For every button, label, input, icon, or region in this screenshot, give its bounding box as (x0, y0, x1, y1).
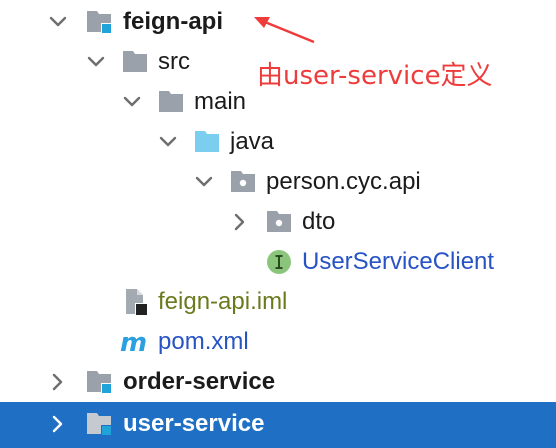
module-folder-icon (86, 368, 114, 396)
interface-icon (266, 248, 294, 276)
tree-item-label: dto (302, 208, 336, 235)
tree-item-label: feign-api.iml (158, 288, 288, 315)
tree-item-feign-api[interactable]: feign-api (0, 2, 556, 42)
source-folder-icon (194, 128, 222, 156)
tree-item-dto[interactable]: dto (0, 202, 556, 242)
chevron-down-icon[interactable] (156, 130, 180, 154)
folder-icon (122, 48, 150, 76)
tree-item-label: order-service (123, 368, 276, 395)
annotation-arrow-icon (254, 17, 315, 44)
tree-item-order-service[interactable]: order-service (0, 362, 556, 402)
tree-item-user-service-client[interactable]: UserServiceClient (0, 242, 556, 282)
package-icon (266, 208, 294, 236)
tree-item-label: feign-api (123, 8, 223, 35)
chevron-right-icon[interactable] (228, 210, 252, 234)
tree-item-label: person.cyc.api (266, 168, 421, 195)
tree-item-label: main (194, 88, 247, 115)
tree-item-label: UserServiceClient (302, 248, 495, 275)
tree-item-user-service[interactable]: user-service (0, 402, 556, 448)
chevron-down-icon[interactable] (120, 90, 144, 114)
tree-item-src[interactable]: src (0, 42, 556, 82)
svg-text:m: m (120, 328, 147, 356)
tree-item-main[interactable]: main (0, 82, 556, 122)
iml-file-icon (122, 288, 150, 316)
tree-item-feign-api-iml[interactable]: feign-api.iml (0, 282, 556, 322)
maven-icon: m (120, 328, 148, 356)
tree-item-label: pom.xml (158, 328, 249, 355)
annotation-text: 由user-service定义 (257, 61, 493, 91)
tree-item-label: java (230, 128, 275, 155)
tree-item-label: src (158, 48, 190, 75)
module-folder-icon (86, 410, 114, 438)
chevron-down-icon[interactable] (84, 50, 108, 74)
tree-item-label: user-service (123, 410, 265, 437)
module-folder-icon (86, 8, 114, 36)
chevron-down-icon[interactable] (46, 10, 70, 34)
tree-item-java[interactable]: java (0, 122, 556, 162)
tree-item-pom-xml[interactable]: m pom.xml (0, 322, 556, 362)
package-icon (230, 168, 258, 196)
folder-icon (158, 88, 186, 116)
tree-item-package[interactable]: person.cyc.api (0, 162, 556, 202)
chevron-right-icon[interactable] (46, 370, 70, 394)
chevron-down-icon[interactable] (192, 170, 216, 194)
chevron-right-icon[interactable] (46, 412, 70, 436)
